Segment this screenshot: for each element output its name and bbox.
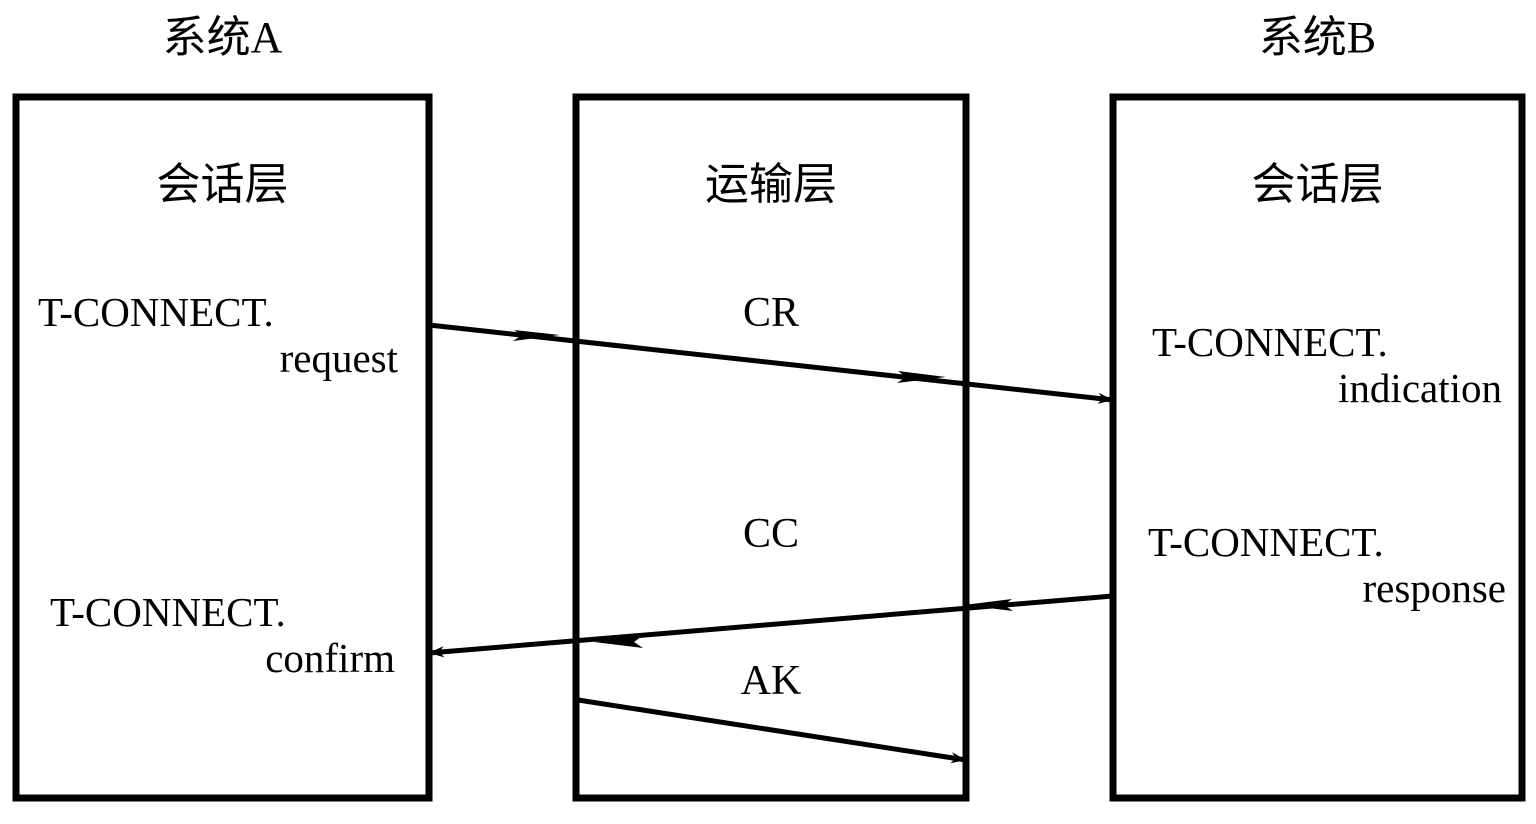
pdu-label-ak: AK bbox=[740, 658, 802, 704]
primitive-t-connect-response: T-CONNECT. response bbox=[1148, 519, 1506, 612]
system-a-title: 系统A bbox=[162, 13, 283, 62]
primitive-response-line1: T-CONNECT. bbox=[1148, 519, 1384, 565]
pdu-label-cr: CR bbox=[742, 290, 800, 336]
primitive-confirm-line2: confirm bbox=[265, 634, 395, 681]
primitive-request-line2: request bbox=[279, 334, 398, 381]
layer-label-session-a: 会话层 bbox=[156, 160, 289, 209]
system-b-title: 系统B bbox=[1258, 13, 1377, 62]
primitive-request-line1: T-CONNECT. bbox=[38, 289, 274, 335]
primitive-t-connect-indication: T-CONNECT. indication bbox=[1152, 319, 1502, 412]
layer-label-transport: 运输层 bbox=[705, 160, 837, 209]
pdu-label-cc: CC bbox=[742, 511, 800, 557]
primitive-t-connect-request: T-CONNECT. request bbox=[38, 289, 398, 382]
arrow-cc bbox=[428, 593, 1114, 658]
arrow-ak bbox=[577, 697, 967, 764]
primitive-response-line2: response bbox=[1362, 564, 1506, 611]
primitive-confirm-line1: T-CONNECT. bbox=[50, 589, 286, 635]
primitive-indication-line1: T-CONNECT. bbox=[1152, 319, 1388, 365]
primitive-t-connect-confirm: T-CONNECT. confirm bbox=[50, 589, 395, 682]
layer-label-session-b: 会话层 bbox=[1251, 160, 1384, 209]
arrow-cr bbox=[428, 322, 1114, 404]
primitive-indication-line2: indication bbox=[1338, 364, 1502, 411]
